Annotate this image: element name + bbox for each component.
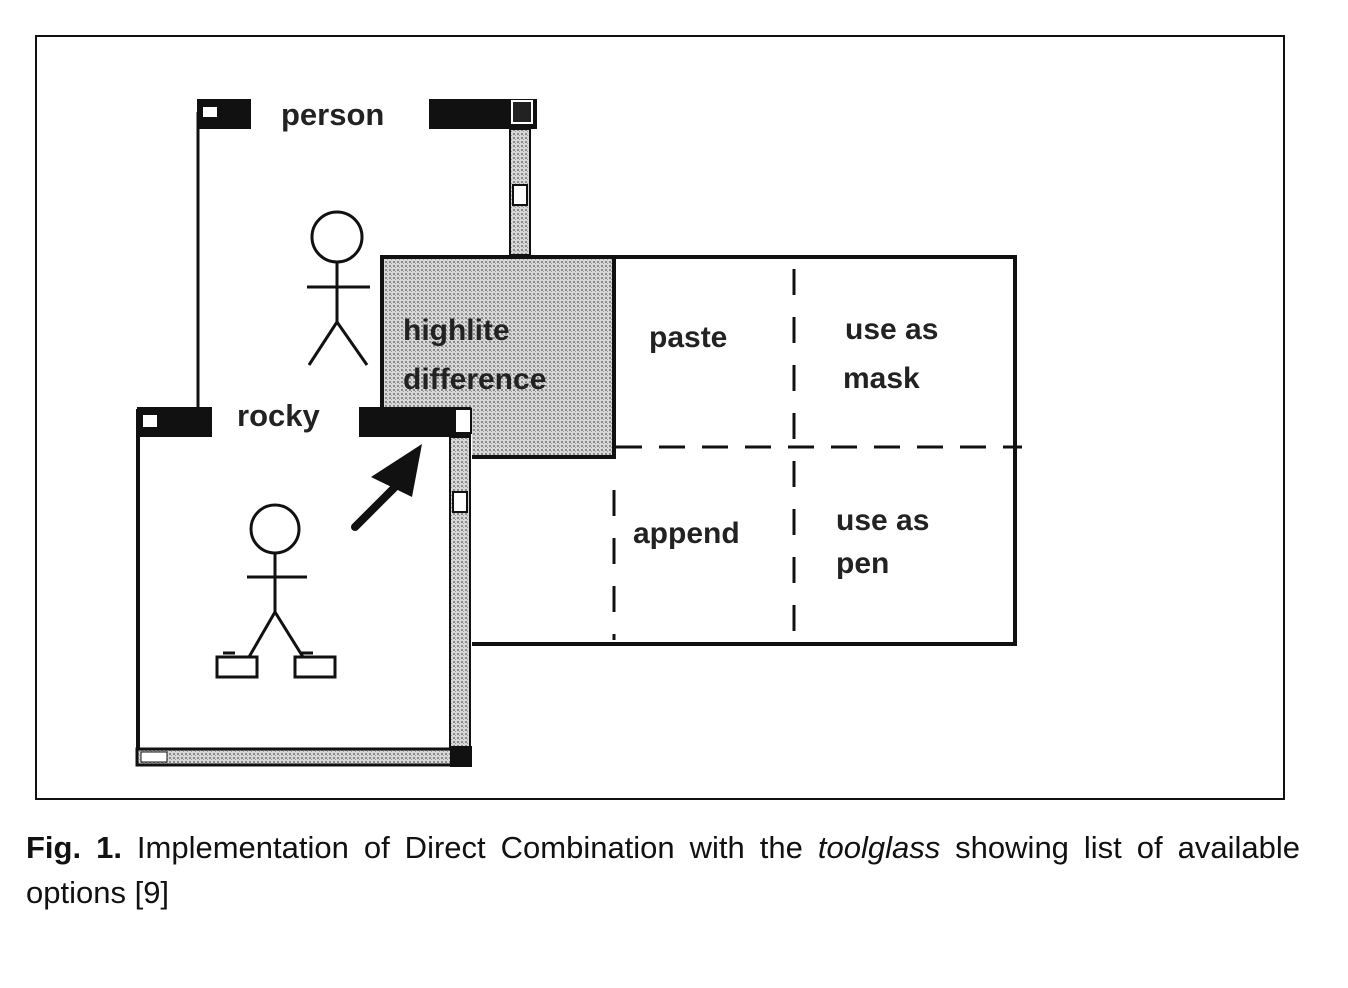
toolglass-cell-pen-line1[interactable]: use as [836,504,929,537]
rocky-scrollbar-vertical[interactable] [449,436,471,763]
toolglass[interactable]: highlite difference paste use as mask ap… [380,255,1022,646]
figure-caption: Fig. 1. Implementation of Direct Combina… [26,825,1300,915]
rocky-scroll-thumb[interactable] [452,491,468,513]
figure-frame: person highlite difference pa [35,35,1285,800]
rocky-left-skate [215,655,259,679]
rocky-titlebar-right-block [359,407,471,437]
toolglass-cell-mask-line2[interactable]: mask [843,362,920,395]
rocky-stick-figure [215,503,337,679]
caption-text-before: Implementation of Direct Combination wit… [121,830,818,865]
toolglass-cell-highlite-line2[interactable]: difference [403,363,546,396]
toolglass-cell-pen-line2[interactable]: pen [836,547,889,580]
toolglass-cell-highlite-line1[interactable]: highlite [403,314,510,347]
rocky-window-body [137,409,472,767]
rocky-window[interactable]: rocky [135,398,472,767]
caption-text-after: showing list of available options [9] [26,830,1300,910]
toolglass-cell-append[interactable]: append [633,517,740,550]
rocky-close-box[interactable] [143,415,157,427]
caption-emphasis: toolglass [817,830,941,865]
rocky-resize-box[interactable] [450,746,472,767]
rocky-right-skate [293,655,337,679]
person-zoom-box[interactable] [511,100,533,124]
rocky-scrollbar-horizontal[interactable] [135,747,454,767]
figure-illustration: person highlite difference pa [135,97,1022,767]
person-close-box[interactable] [203,107,217,117]
figure-label: Fig. 1. [26,830,122,865]
person-window-title: person [281,97,384,132]
rocky-window-title: rocky [237,398,320,433]
person-stick-figure [307,210,370,366]
toolglass-cell-mask-line1[interactable]: use as [845,313,938,346]
person-window[interactable]: person [196,97,537,409]
person-scroll-thumb[interactable] [512,184,528,206]
rocky-zoom-box[interactable] [454,408,472,434]
rocky-hscroll-thumb[interactable] [140,751,168,763]
arrow-cursor-icon [351,444,422,531]
toolglass-cell-paste[interactable]: paste [649,321,727,354]
